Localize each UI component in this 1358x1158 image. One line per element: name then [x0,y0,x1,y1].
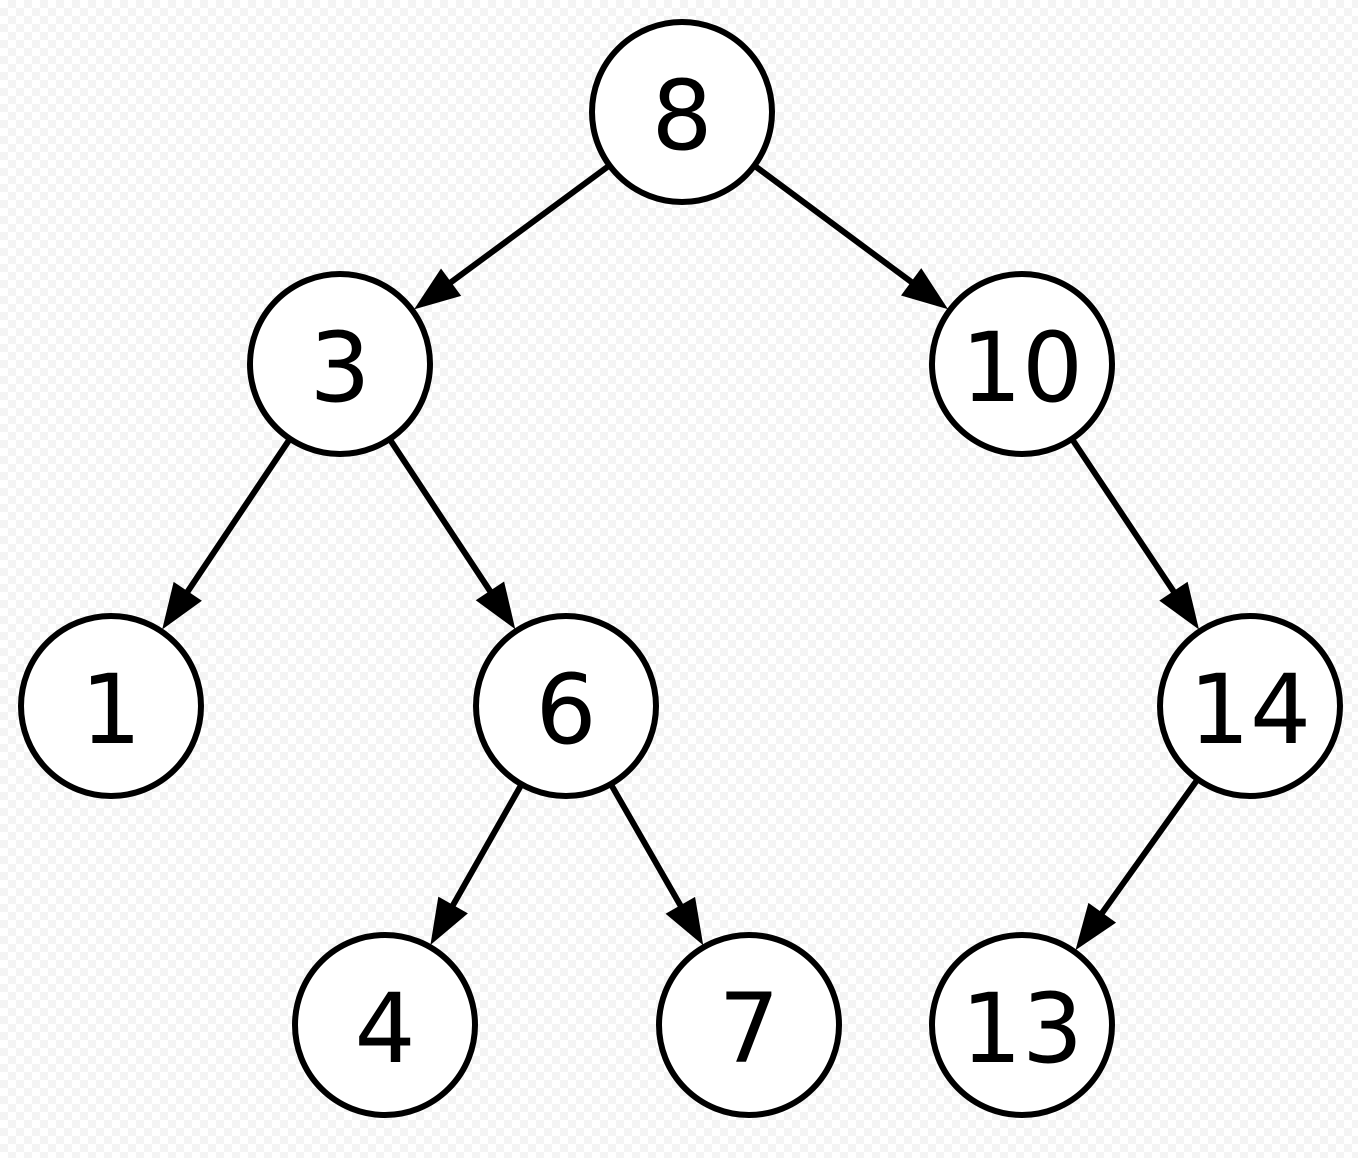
edge-line [183,437,293,597]
arrow-head-icon [1159,581,1199,630]
node-circle [247,271,433,457]
node-circle [18,613,204,799]
node-label: 1 [80,654,141,766]
arrow-head-icon [901,268,949,310]
tree-node-4: 4 [292,932,478,1118]
node-circle [656,932,842,1118]
edge-n3-n1 [162,437,293,630]
node-label: 3 [309,312,370,424]
edge-line [387,437,495,596]
edge-n14-n13 [1075,777,1201,951]
tree-node-7: 7 [656,932,842,1118]
node-label: 8 [651,60,712,172]
arrow-head-icon [475,581,516,630]
arrow-head-icon [1075,902,1117,951]
node-label: 4 [354,973,415,1085]
node-label: 13 [961,973,1083,1085]
edge-n10-n14 [1069,437,1199,630]
nodes-layer: 8 3 10 1 6 14 4 7 13 [18,19,1343,1118]
edges-layer [162,162,1201,951]
node-circle [929,271,1115,457]
edge-line [1069,437,1179,597]
node-label: 14 [1189,654,1311,766]
node-circle [589,19,775,205]
edge-line [448,782,525,910]
node-label: 6 [535,654,596,766]
edge-n8-n3 [414,162,612,310]
edge-line [608,782,685,911]
edge-line [1097,777,1201,918]
node-circle [929,932,1115,1118]
tree-node-8: 8 [589,19,775,205]
tree-node-1: 1 [18,613,204,799]
arrow-head-icon [430,896,468,945]
tree-node-10: 10 [929,271,1115,457]
tree-node-13: 13 [929,932,1115,1118]
node-circle [1157,613,1343,799]
tree-node-6: 6 [473,613,659,799]
edge-line [446,162,612,287]
edge-n6-n7 [608,782,704,946]
tree-node-3: 3 [247,271,433,457]
arrow-head-icon [162,581,202,630]
edge-n3-n6 [387,437,516,630]
tree-node-14: 14 [1157,613,1343,799]
arrow-head-icon [665,896,704,946]
edge-n6-n4 [430,782,525,945]
node-label: 10 [961,312,1083,424]
node-label: 7 [718,973,779,1085]
node-circle [292,932,478,1118]
arrow-head-icon [414,268,462,310]
edge-line [752,163,917,287]
edge-n8-n10 [752,163,949,310]
node-circle [473,613,659,799]
